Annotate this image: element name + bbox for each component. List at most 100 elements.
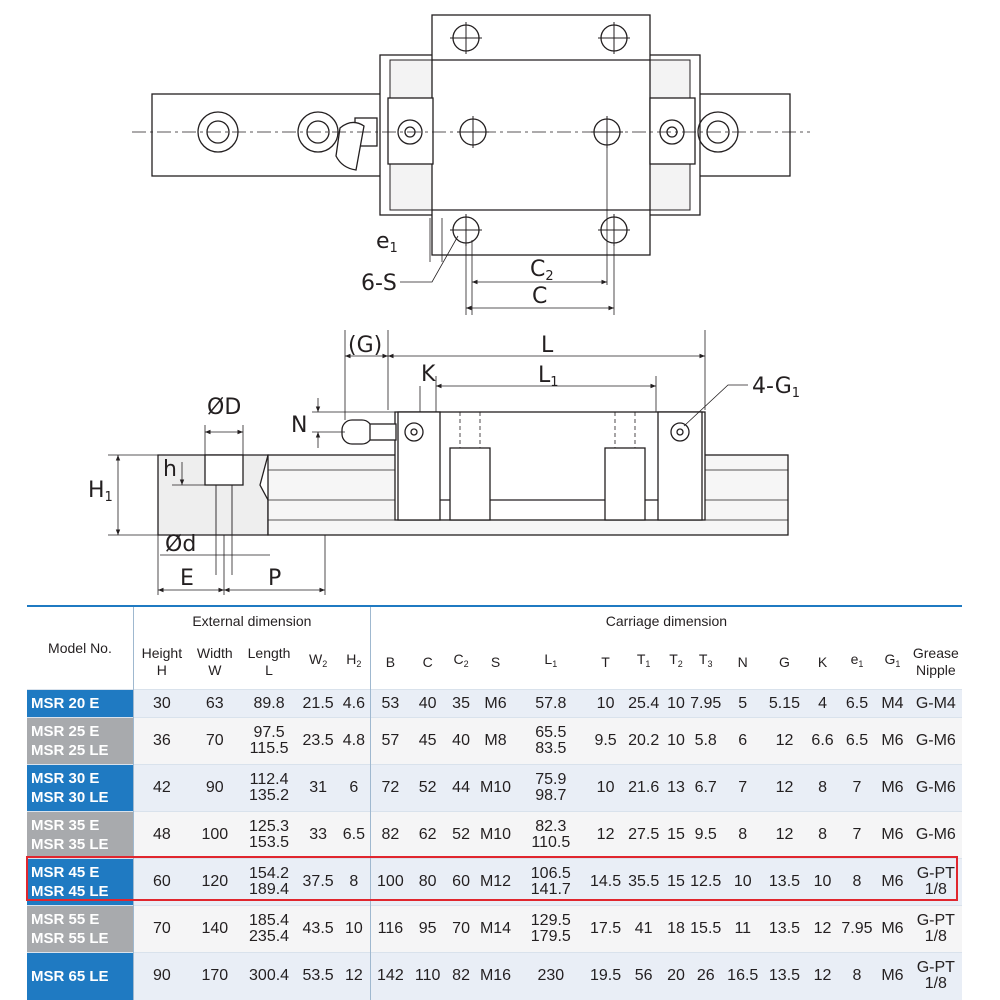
- top-view: [132, 14, 810, 315]
- value-cell: 8: [806, 811, 839, 859]
- value-cell: M10: [476, 764, 515, 812]
- side-view-labels: (G) L L1 K 4-G1 ØD N H1 h Ød E P: [88, 333, 800, 591]
- selected-row-highlight: [26, 856, 958, 901]
- column-header: H2: [346, 651, 362, 669]
- column-header: W2: [308, 651, 328, 669]
- value-cell: 10: [587, 689, 624, 718]
- value-cell: 35.5: [623, 858, 664, 906]
- value-cell: 20: [663, 952, 689, 1000]
- value-cell: G-M4: [909, 689, 962, 718]
- column-header: B: [369, 635, 410, 690]
- dim-label-k: K: [421, 362, 436, 387]
- value-cell: 6.6: [806, 717, 839, 765]
- value-cell: M6: [875, 764, 910, 812]
- value-cell: 57.8: [514, 689, 588, 718]
- value-cell: 57: [369, 717, 410, 765]
- value-cell: 5: [722, 689, 763, 718]
- value-cell: 26: [688, 952, 723, 1000]
- value-cell: 4: [806, 689, 839, 718]
- value-cell: 25.4: [623, 689, 664, 718]
- value-cell: 6.7: [688, 764, 723, 812]
- value-cell: 15: [663, 811, 689, 859]
- value-cell: 23.5: [298, 717, 338, 765]
- value-cell: 82: [369, 811, 410, 859]
- value-cell: 15.5: [688, 905, 723, 953]
- value-cell: 35: [445, 689, 477, 718]
- value-cell: 62: [409, 811, 446, 859]
- value-cell: 6: [722, 717, 763, 765]
- value-cell: 11: [722, 905, 763, 953]
- value-cell: M6: [476, 689, 515, 718]
- value-cell: M4: [875, 689, 910, 718]
- value-cell: 14.5: [587, 858, 624, 906]
- side-view: [108, 330, 789, 595]
- value-cell: M6: [875, 858, 910, 906]
- value-cell: 13.5: [762, 858, 807, 906]
- column-header: S: [490, 653, 501, 670]
- value-cell: 12: [762, 717, 807, 765]
- value-cell: 60: [445, 858, 477, 906]
- technical-drawing: e1 6-S C2 C: [88, 14, 810, 595]
- value-cell: 21.5: [298, 689, 338, 718]
- value-cell: 40: [409, 689, 446, 718]
- value-cell: 48: [132, 811, 190, 859]
- value-cell: 100: [189, 811, 240, 859]
- dim-label-g: (G): [348, 333, 382, 358]
- value-cell: 8: [838, 858, 876, 906]
- value-cell: 16.5: [722, 952, 763, 1000]
- value-cell: 6.5: [337, 811, 371, 859]
- value-cell: 90: [189, 764, 240, 812]
- column-header: K: [817, 653, 828, 670]
- column-header: N: [737, 653, 748, 670]
- value-cell: 120: [189, 858, 240, 906]
- dim-label-h1: H1: [88, 478, 113, 505]
- value-cell: 9.5: [587, 717, 624, 765]
- value-cell: 52: [409, 764, 446, 812]
- value-cell: 7: [838, 811, 876, 859]
- value-cell: 12: [806, 952, 839, 1000]
- dim-label-od: ØD: [207, 395, 241, 420]
- value-cell: 10: [663, 689, 689, 718]
- value-cell: 4.8: [337, 717, 371, 765]
- value-cell: 70: [132, 905, 190, 953]
- column-header: G1: [884, 651, 901, 669]
- value-cell: 20.2: [623, 717, 664, 765]
- value-cell: 43.5: [298, 905, 338, 953]
- value-cell: 4.6: [337, 689, 371, 718]
- value-cell: 27.5: [623, 811, 664, 859]
- value-cell: 8: [337, 858, 371, 906]
- header-external-dimension: External dimension: [132, 605, 371, 635]
- value-cell: 6.5: [838, 717, 876, 765]
- value-cell: M6: [875, 811, 910, 859]
- dim-label-6s: 6-S: [361, 271, 397, 296]
- value-cell: 12: [762, 811, 807, 859]
- value-cell: 12.5: [688, 858, 723, 906]
- value-cell: 31: [298, 764, 338, 812]
- value-cell: M8: [476, 717, 515, 765]
- value-cell: 6.5: [838, 689, 876, 718]
- value-cell: 33: [298, 811, 338, 859]
- value-cell: 10: [337, 905, 371, 953]
- value-cell: G-M6: [909, 717, 962, 765]
- dim-label-od-small: Ød: [165, 532, 196, 557]
- column-header: T3: [698, 651, 713, 669]
- spec-table-header: Model No. External dimension Carriage di…: [27, 605, 962, 690]
- value-cell: 80: [409, 858, 446, 906]
- value-cell: 41: [623, 905, 664, 953]
- value-cell: 110: [409, 952, 446, 1000]
- dim-label-e: E: [180, 566, 194, 591]
